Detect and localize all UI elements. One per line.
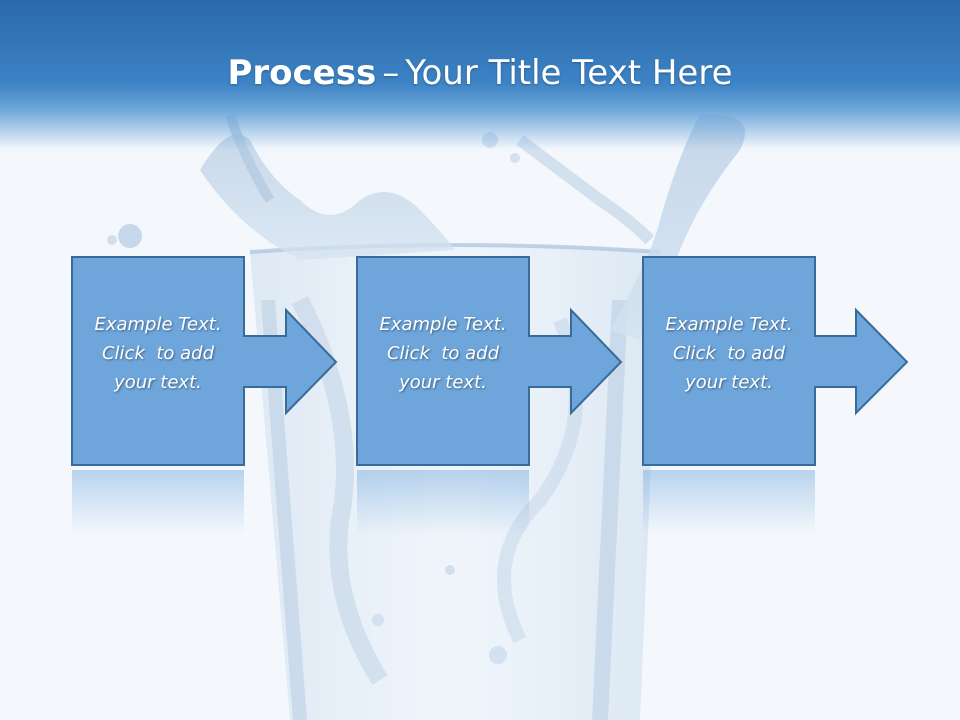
process-step-2[interactable] [356, 256, 623, 535]
title-bar [0, 0, 960, 150]
step-3-line-2: Click to add [672, 343, 785, 364]
process-step-3[interactable] [642, 256, 909, 535]
step-3-text[interactable]: Example Text. Click to add your text. [643, 310, 815, 397]
step-2-line-3: your text. [399, 372, 487, 393]
step-1-line-2: Click to add [101, 343, 214, 364]
slide-title[interactable]: Process–Your Title Text Here [0, 50, 960, 96]
step-3-line-1: Example Text. [665, 314, 793, 335]
title-text: Your Title Text Here [405, 53, 733, 93]
step-2-line-2: Click to add [386, 343, 499, 364]
step-1-text[interactable]: Example Text. Click to add your text. [72, 310, 244, 397]
step-1-line-1: Example Text. [94, 314, 222, 335]
title-separator: – [382, 53, 400, 93]
process-step-1[interactable] [71, 256, 338, 535]
title-bold: Process [227, 53, 377, 93]
step-2-line-1: Example Text. [379, 314, 507, 335]
step-3-line-3: your text. [685, 372, 773, 393]
step-2-text[interactable]: Example Text. Click to add your text. [357, 310, 529, 397]
step-1-line-3: your text. [114, 372, 202, 393]
